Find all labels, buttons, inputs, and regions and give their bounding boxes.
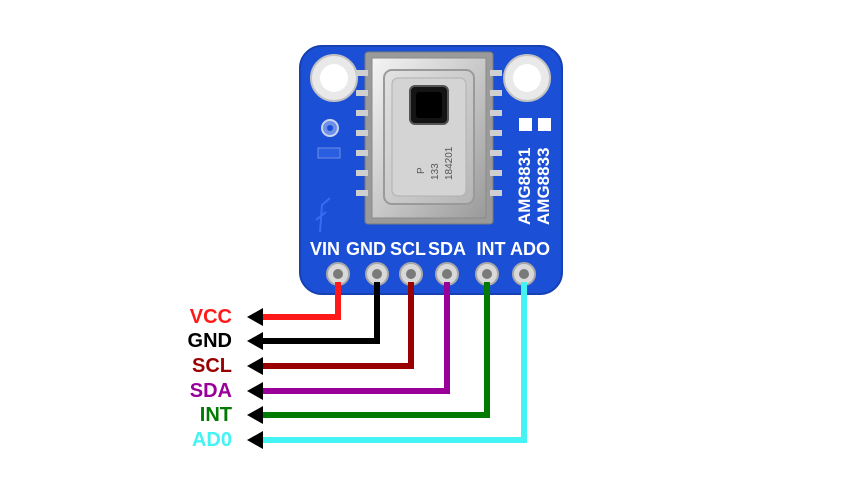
sensor-pin (356, 190, 368, 196)
sensor-pin (490, 130, 502, 136)
pin-pad-sda (435, 262, 459, 286)
sensor-pin (490, 170, 502, 176)
wire-sda (262, 282, 450, 394)
arrowhead-scl (247, 357, 263, 375)
sensor-pin (490, 110, 502, 116)
chip-marking: 184201 (444, 146, 455, 180)
sensor-pin (356, 130, 368, 136)
mounting-hole-left (310, 54, 358, 102)
wire-label-gnd: GND (188, 330, 232, 352)
mounting-hole-right (503, 54, 551, 102)
arrowhead-ad0 (247, 431, 263, 449)
sensor-pin (490, 150, 502, 156)
wire-label-sda: SDA (190, 380, 232, 402)
pin-label-int: INT (477, 239, 506, 259)
pin-pad-ado (512, 262, 536, 286)
arrowhead-gnd (247, 332, 263, 350)
wire-int (262, 282, 490, 418)
wire-gnd (262, 282, 380, 344)
silk-box (519, 118, 532, 131)
trace (315, 211, 327, 221)
sensor-pin (356, 150, 368, 156)
wire-scl (262, 282, 414, 369)
pin-label-scl: SCL (390, 239, 426, 259)
wires (247, 282, 527, 449)
model-label-2: AMG8833 (534, 148, 553, 225)
arrowhead-int (247, 406, 263, 424)
grid-eye-sensor: P 133 184201 (356, 51, 502, 225)
pin-label-sda: SDA (428, 239, 466, 259)
chip-marking: 133 (430, 163, 441, 180)
sensor-pin (490, 90, 502, 96)
pin-pad-scl (399, 262, 423, 286)
wire-label-vcc: VCC (190, 306, 232, 328)
wire-label-scl: SCL (192, 355, 232, 377)
via (327, 125, 333, 131)
chip-marking: P (416, 167, 427, 174)
sensor-pin (356, 70, 368, 76)
pin-pad-int (475, 262, 499, 286)
wire-label-int: INT (200, 404, 232, 426)
sensor-pin (356, 170, 368, 176)
pin-pad-gnd (365, 262, 389, 286)
sensor-pin (490, 190, 502, 196)
pin-label-gnd: GND (346, 239, 386, 259)
pin-label-vin: VIN (310, 239, 340, 259)
smd-component (317, 147, 341, 159)
pin-pad-vin (326, 262, 350, 286)
sensor-pin (356, 90, 368, 96)
wire-vcc (262, 282, 341, 320)
arrowhead-vcc (247, 308, 263, 326)
arrowhead-sda (247, 382, 263, 400)
sensor-pin (490, 70, 502, 76)
model-label-1: AMG8831 (515, 148, 534, 225)
pin-label-ado: ADO (510, 239, 550, 259)
wire-label-ad0: AD0 (192, 429, 232, 451)
trace (319, 197, 331, 233)
sensor-side-pins (356, 70, 502, 196)
silk-box (538, 118, 551, 131)
sensor-pin (356, 110, 368, 116)
wire-ad0 (262, 282, 527, 443)
